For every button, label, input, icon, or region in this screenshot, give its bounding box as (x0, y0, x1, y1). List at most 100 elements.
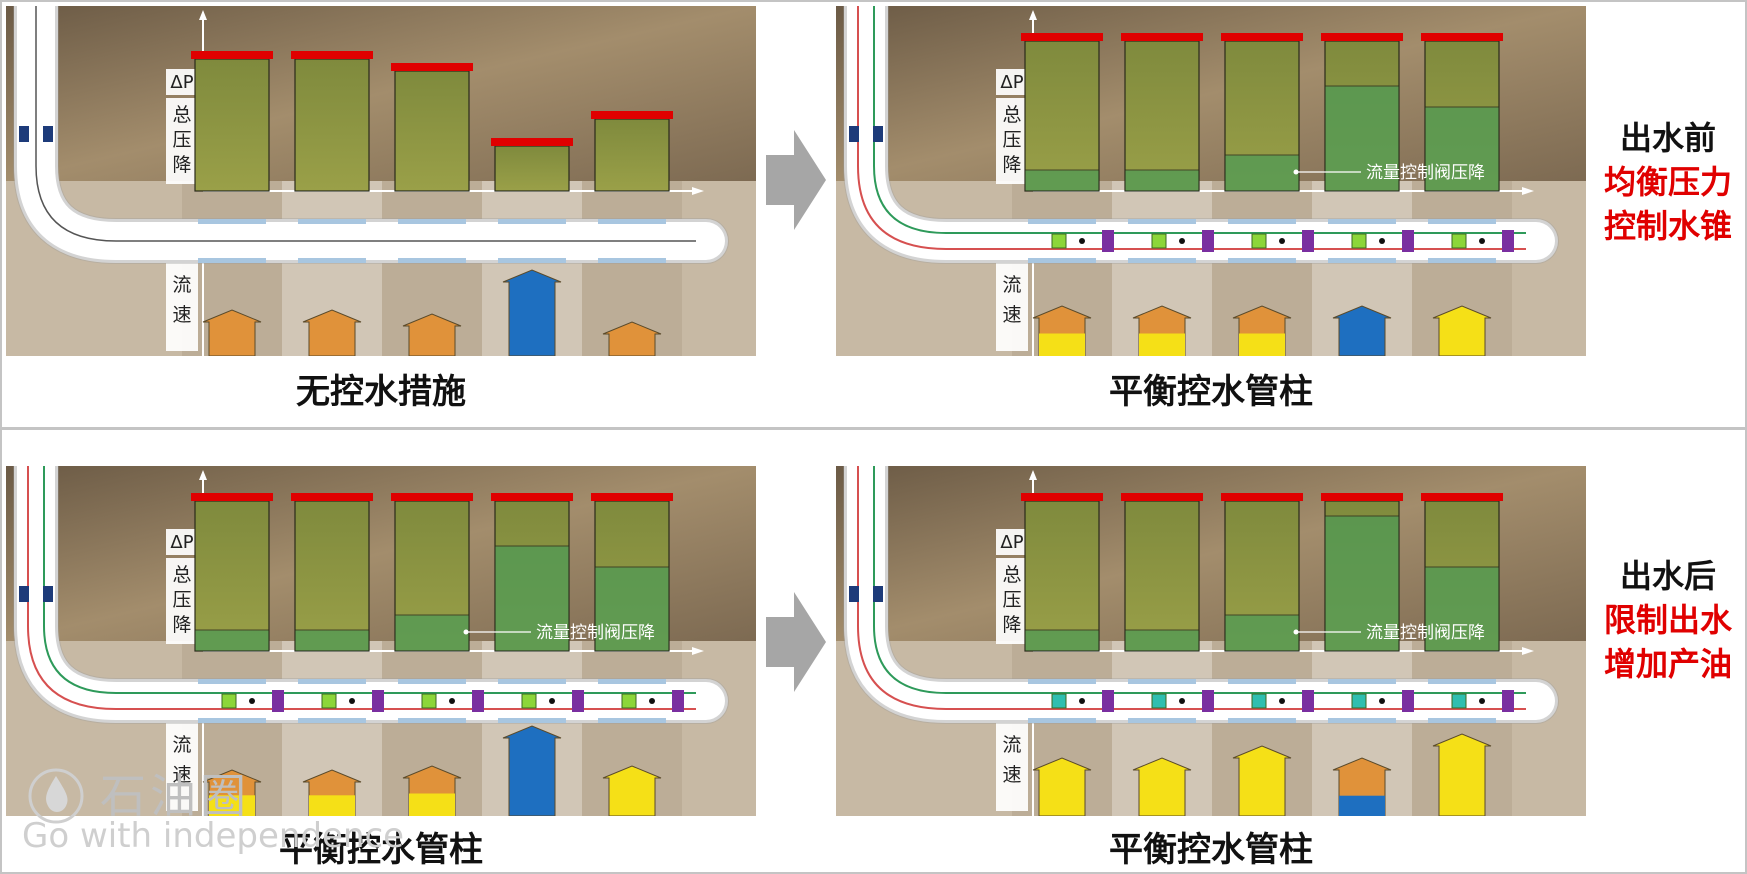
flow-speed-label: 流 (172, 734, 191, 756)
screen (1128, 258, 1196, 263)
pressure-bar (194, 58, 270, 192)
dp-label: ΔP (1000, 72, 1023, 93)
pressure-bar (294, 500, 370, 652)
dp-label: ΔP (170, 532, 193, 553)
drop-logo-icon (28, 768, 84, 824)
oil-water-flow-arrow (202, 309, 262, 356)
pressure-bar (1024, 40, 1100, 192)
flow-speed-label: 速 (1002, 764, 1021, 786)
valve-drop-segment (494, 545, 570, 652)
screen (198, 718, 266, 723)
inner-tubing (873, 6, 1526, 234)
delta-p-cap (1121, 33, 1203, 41)
inner-tubing (27, 466, 696, 710)
watermark-tagline: Go with independence (22, 816, 405, 856)
packer-icon (849, 126, 859, 142)
delta-p-cap (291, 493, 373, 501)
isolation-packer (1102, 690, 1114, 712)
screen (298, 258, 366, 263)
isolation-packer (1302, 230, 1314, 252)
delta-p-cap (391, 493, 473, 501)
valve-drop-segment (594, 566, 670, 652)
isolation-packer (1102, 230, 1114, 252)
delta-p-cap (1221, 493, 1303, 501)
delta-p-cap (1021, 33, 1103, 41)
flow-control-valve (1351, 233, 1367, 249)
watermark: 石油圈 Go with independence (0, 760, 470, 870)
delta-p-cap (1221, 33, 1303, 41)
delta-p-cap (1421, 493, 1503, 501)
oil-flow-arrow (1232, 745, 1292, 816)
packer-icon (873, 126, 883, 142)
after-line2: 增加产油 (1603, 645, 1732, 683)
caption-balanced-bottom-left: 平衡控水管柱 (279, 830, 483, 870)
screen (1128, 679, 1196, 684)
total-drop-label: 压 (172, 129, 191, 151)
flow-control-valve (1351, 693, 1367, 709)
oil-fraction (309, 795, 355, 816)
bottom-frame (0, 427, 1747, 874)
valve-drop-label: 流量控制阀压降 (1366, 623, 1485, 643)
flow-control-valve (1151, 233, 1167, 249)
flow-control-valve (1051, 693, 1067, 709)
arrow-right-icon (766, 130, 826, 230)
isolation-packer (472, 690, 484, 712)
pressure-bar (294, 58, 370, 192)
total-drop-label: 降 (1002, 614, 1021, 636)
packer-icon (43, 586, 53, 602)
packer-icon (873, 586, 883, 602)
screen (198, 258, 266, 263)
dp-label: ΔP (1000, 532, 1023, 553)
screen (598, 718, 666, 723)
inner-tubing (857, 466, 1526, 710)
valve-drop-label: 流量控制阀压降 (1366, 163, 1485, 183)
screen (1028, 718, 1096, 723)
screen (198, 679, 266, 684)
watermark-brand: 石油圈 (100, 769, 250, 823)
flow-speed-label: 速 (172, 304, 191, 326)
screen (398, 718, 466, 723)
isolation-packer (272, 690, 284, 712)
isolation-packer (1402, 690, 1414, 712)
pressure-bar (1124, 500, 1200, 652)
valve-drop-segment (1124, 629, 1200, 652)
total-drop-label: 总 (172, 564, 191, 586)
delta-p-cap (1421, 33, 1503, 41)
inner-tubing (873, 466, 1526, 694)
flow-control-valve (321, 693, 337, 709)
isolation-packer (1202, 230, 1214, 252)
isolation-packer (372, 690, 384, 712)
screen (1328, 679, 1396, 684)
valve-drop-segment (1224, 614, 1300, 652)
screen (1128, 718, 1196, 723)
screen (1328, 219, 1396, 224)
after-title: 出水后 (1619, 557, 1716, 595)
screen (398, 258, 466, 263)
oil-flow-arrow (1432, 733, 1492, 816)
pressure-bar (1024, 500, 1100, 652)
before-line1: 均衡压力 (1603, 163, 1732, 201)
pressure-bar (394, 70, 470, 192)
packer-icon (849, 586, 859, 602)
screen (1228, 258, 1296, 263)
oil-flow-arrow (1032, 757, 1092, 816)
flow-speed-label: 流 (172, 274, 191, 296)
valve-drop-segment (294, 629, 370, 652)
flow-control-valve (1251, 233, 1267, 249)
isolation-packer (1502, 690, 1514, 712)
screen (298, 219, 366, 224)
valve-drop-segment (1424, 566, 1500, 652)
screen (598, 219, 666, 224)
total-drop-label: 降 (172, 154, 191, 176)
valve-drop-segment (194, 629, 270, 652)
screen (498, 718, 566, 723)
valve-drop-segment (1324, 515, 1400, 652)
isolation-packer (672, 690, 684, 712)
flow-speed-label: 速 (1002, 304, 1021, 326)
oil-fraction (1239, 333, 1285, 356)
inner-tubing (35, 6, 696, 242)
total-drop-label: 压 (1002, 129, 1021, 151)
water-flow-arrow (502, 269, 562, 356)
isolation-packer (1202, 690, 1214, 712)
